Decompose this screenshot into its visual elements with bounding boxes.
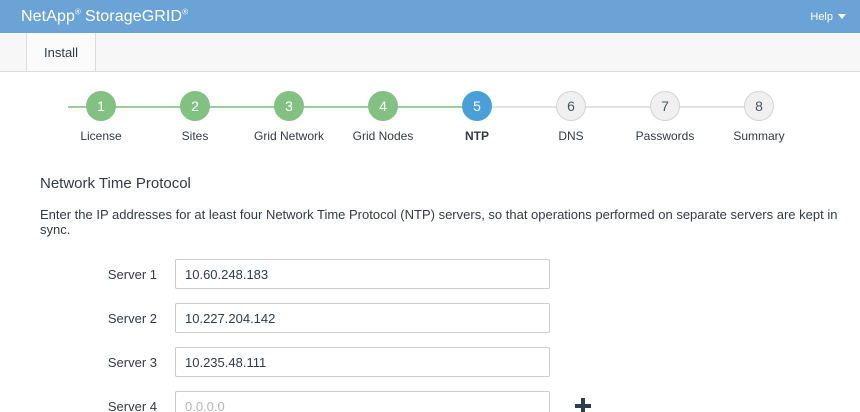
wizard-step-grid-network[interactable]: 3 Grid Network [242, 91, 336, 143]
server-1-label: Server 1 [107, 266, 157, 282]
ntp-server-row-3: Server 3 [40, 347, 860, 377]
help-menu-button[interactable]: Help [810, 11, 846, 23]
wizard-progress: 1 License 2 Sites 3 Grid Network 4 Grid … [0, 91, 860, 163]
plus-icon[interactable] [573, 396, 593, 412]
brand-name-storagegrid: StorageGRID [84, 7, 183, 25]
server-1-input[interactable] [175, 259, 550, 289]
page-description: Enter the IP addresses for at least four… [40, 207, 838, 237]
page-title: Network Time Protocol [40, 175, 191, 192]
wizard-step-grid-nodes[interactable]: 4 Grid Nodes [336, 91, 430, 143]
step-label-ntp: NTP [465, 129, 489, 143]
wizard-step-sites[interactable]: 2 Sites [148, 91, 242, 143]
tab-install[interactable]: Install [27, 33, 96, 71]
step-number-8[interactable]: 8 [744, 91, 774, 121]
server-4-label: Server 4 [107, 398, 157, 412]
step-number-2[interactable]: 2 [180, 91, 210, 121]
wizard-step-summary[interactable]: 8 Summary [712, 91, 806, 143]
step-number-4[interactable]: 4 [368, 91, 398, 121]
step-label-license: License [80, 129, 122, 143]
app-header: NetApp®StorageGRID® Help [0, 0, 860, 33]
chevron-down-icon [838, 14, 846, 19]
step-number-5[interactable]: 5 [462, 91, 492, 121]
step-connector-3-4 [268, 106, 368, 108]
step-label-dns: DNS [558, 129, 584, 143]
wizard-step-dns[interactable]: 6 DNS [524, 91, 618, 143]
wizard-step-list: 1 License 2 Sites 3 Grid Network 4 Grid … [0, 91, 860, 143]
step-number-1[interactable]: 1 [86, 91, 116, 121]
server-4-input[interactable] [175, 391, 550, 412]
tab-bar: Install [0, 33, 860, 72]
tab-bar-filler [96, 33, 860, 71]
tab-bar-left-spacer [0, 33, 27, 71]
server-2-label: Server 2 [107, 310, 157, 326]
ntp-server-row-4: Server 4 [40, 391, 860, 412]
step-label-grid-network: Grid Network [253, 129, 324, 143]
step-connector-1-2 [68, 106, 168, 108]
step-label-grid-nodes: Grid Nodes [352, 129, 414, 143]
step-connector-2-3 [168, 106, 268, 108]
step-number-7[interactable]: 7 [650, 91, 680, 121]
step-label-sites: Sites [181, 129, 209, 143]
registered-mark-netapp: ® [74, 7, 81, 17]
step-number-3[interactable]: 3 [274, 91, 304, 121]
server-3-label: Server 3 [107, 354, 157, 370]
server-3-input[interactable] [175, 347, 550, 377]
wizard-step-passwords[interactable]: 7 Passwords [618, 91, 712, 143]
wizard-step-license[interactable]: 1 License [54, 91, 148, 143]
step-connector-7-8 [668, 106, 768, 108]
ntp-server-row-2: Server 2 [40, 303, 860, 333]
main-content: Network Time Protocol Enter the IP addre… [0, 163, 860, 412]
step-connector-6-7 [568, 106, 668, 108]
wizard-step-ntp[interactable]: 5 NTP [430, 91, 524, 143]
step-label-summary: Summary [733, 129, 785, 143]
ntp-server-row-1: Server 1 [40, 259, 860, 289]
brand-name-netapp: NetApp [21, 7, 75, 25]
help-menu-label: Help [810, 10, 833, 23]
brand-logo: NetApp®StorageGRID® [21, 8, 188, 26]
step-label-passwords: Passwords [635, 129, 695, 143]
step-number-6[interactable]: 6 [556, 91, 586, 121]
step-connector-5-6 [468, 106, 568, 108]
step-connector-4-5 [368, 106, 468, 108]
server-2-input[interactable] [175, 303, 550, 333]
registered-mark-storagegrid: ® [182, 7, 189, 17]
